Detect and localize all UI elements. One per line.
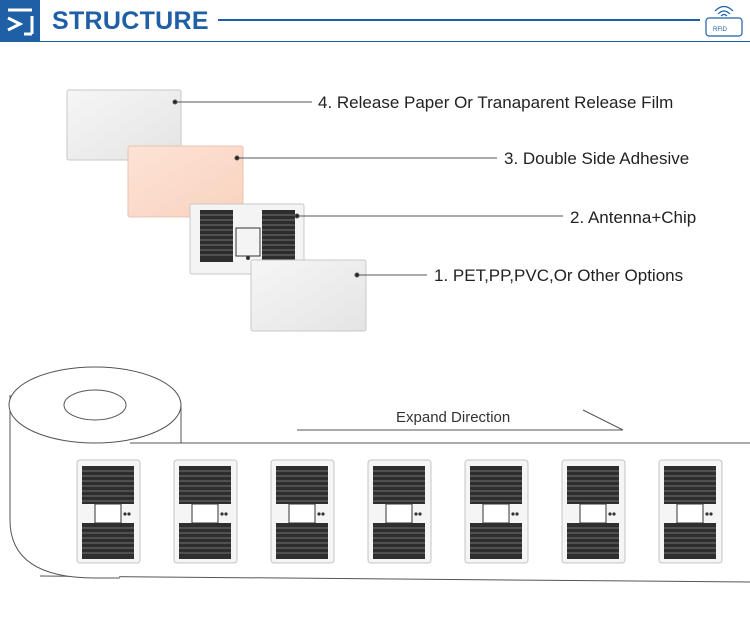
logo-glyph — [7, 8, 34, 36]
page-title: STRUCTURE — [52, 7, 209, 35]
layer-release-paper — [66, 89, 182, 161]
roll-tag — [76, 459, 141, 564]
label-roll — [8, 366, 750, 583]
roll-tag — [464, 459, 529, 564]
header-bottom-rule — [0, 41, 750, 42]
layer-3-label: 3. Double Side Adhesive — [504, 149, 690, 168]
roll-tag — [270, 459, 335, 564]
layer-1-label: 1. PET,PP,PVC,Or Other Options — [434, 266, 684, 285]
expand-direction-label: Expand Direction — [396, 409, 511, 426]
layer-adhesive — [127, 145, 244, 218]
roll-tags — [76, 459, 723, 564]
roll-tag — [173, 459, 238, 564]
layer-pet-face — [250, 259, 367, 332]
roll-tag — [561, 459, 626, 564]
layer-2-label: 2. Antenna+Chip — [570, 208, 697, 227]
rfid-wireless-icon — [705, 5, 743, 37]
header-divider — [218, 19, 700, 21]
layer-antenna-chip — [189, 203, 305, 275]
roll-tag — [367, 459, 432, 564]
rfid-badge-text: RFID — [713, 27, 727, 33]
header: STRUCTURE RFID — [0, 0, 750, 44]
roll-tag — [658, 459, 723, 564]
logo-icon — [0, 0, 40, 42]
layer-4-label: 4. Release Paper Or Tranaparent Release … — [318, 93, 674, 112]
